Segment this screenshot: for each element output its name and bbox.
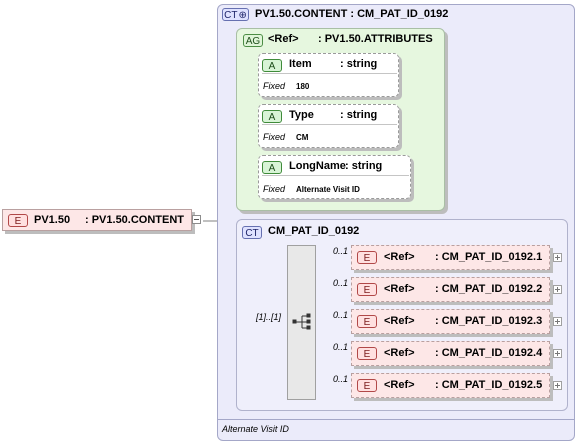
child-element-box[interactable]: E <Ref> : CM_PAT_ID_0192.2 xyxy=(351,277,550,302)
fixed-label: Fixed xyxy=(263,132,286,142)
attribute-group-name: <Ref> xyxy=(268,33,299,45)
root-element-name: PV1.50 xyxy=(34,214,71,226)
element-tag-icon: E xyxy=(357,251,377,264)
child-cardinality: 0..1 xyxy=(333,374,349,384)
child-element-name: <Ref> xyxy=(384,315,415,327)
attribute-tag-icon: A xyxy=(262,161,282,174)
fixed-value: CM xyxy=(296,133,309,142)
attribute-name: Type xyxy=(289,109,314,121)
child-element-box[interactable]: E <Ref> : CM_PAT_ID_0192.1 xyxy=(351,245,550,270)
child-element-name: <Ref> xyxy=(384,283,415,295)
fixed-label: Fixed xyxy=(263,81,286,91)
child-element-box[interactable]: E <Ref> : CM_PAT_ID_0192.5 xyxy=(351,373,550,398)
expand-toggle-icon[interactable] xyxy=(553,317,562,326)
complex-type-title: PV1.50.CONTENT : CM_PAT_ID_0192 xyxy=(255,8,449,20)
element-tag-icon: E xyxy=(357,283,377,296)
child-cardinality: 0..1 xyxy=(333,246,349,256)
root-element-type: : PV1.50.CONTENT xyxy=(85,214,185,226)
expand-toggle-icon[interactable] xyxy=(553,285,562,294)
element-tag-icon: E xyxy=(8,214,28,227)
element-tag-icon: E xyxy=(357,315,377,328)
child-element-type: : CM_PAT_ID_0192.4 xyxy=(435,347,543,359)
expand-toggle-icon[interactable] xyxy=(553,253,562,262)
expand-toggle-icon[interactable] xyxy=(553,349,562,358)
attribute-type: : string xyxy=(345,160,383,172)
child-element-box[interactable]: E <Ref> : CM_PAT_ID_0192.4 xyxy=(351,341,550,366)
attribute-tag-icon: A xyxy=(262,59,282,72)
child-element-type: : CM_PAT_ID_0192.1 xyxy=(435,251,543,263)
attribute-type: : string xyxy=(340,109,378,121)
attribute-name: LongName xyxy=(289,160,346,172)
child-element-box[interactable]: E <Ref> : CM_PAT_ID_0192.3 xyxy=(351,309,550,334)
inner-complex-type-title: CM_PAT_ID_0192 xyxy=(268,225,360,237)
attribute-type: : string xyxy=(340,58,378,70)
attribute-longname-box[interactable] xyxy=(258,155,411,199)
complex-type-tag-icon: CT⊕ xyxy=(222,8,249,21)
child-cardinality: 0..1 xyxy=(333,278,349,288)
child-element-type: : CM_PAT_ID_0192.5 xyxy=(435,379,543,391)
child-element-name: <Ref> xyxy=(384,379,415,391)
child-cardinality: 0..1 xyxy=(333,310,349,320)
inner-complex-type-tag-icon: CT xyxy=(242,226,262,239)
root-element-box[interactable]: E PV1.50 : PV1.50.CONTENT xyxy=(2,209,192,231)
complex-type-footer-divider xyxy=(218,419,574,420)
fixed-value: 180 xyxy=(296,82,310,91)
sequence-cardinality: [1]..[1] xyxy=(256,312,282,322)
attribute-name: Item xyxy=(289,58,312,70)
child-element-type: : CM_PAT_ID_0192.3 xyxy=(435,315,543,327)
attribute-group-tag-icon: AG xyxy=(243,34,263,47)
element-tag-icon: E xyxy=(357,379,377,392)
collapse-toggle-icon[interactable] xyxy=(192,215,201,224)
expand-toggle-icon[interactable] xyxy=(553,381,562,390)
element-tag-icon: E xyxy=(357,347,377,360)
fixed-value: Alternate Visit ID xyxy=(296,185,360,194)
complex-type-footer: Alternate Visit ID xyxy=(222,424,289,434)
attribute-tag-icon: A xyxy=(262,110,282,123)
child-element-type: : CM_PAT_ID_0192.2 xyxy=(435,283,543,295)
child-element-name: <Ref> xyxy=(384,251,415,263)
fixed-label: Fixed xyxy=(263,184,286,194)
child-cardinality: 0..1 xyxy=(333,342,349,352)
attribute-group-type: : PV1.50.ATTRIBUTES xyxy=(318,33,433,45)
child-element-name: <Ref> xyxy=(384,347,415,359)
